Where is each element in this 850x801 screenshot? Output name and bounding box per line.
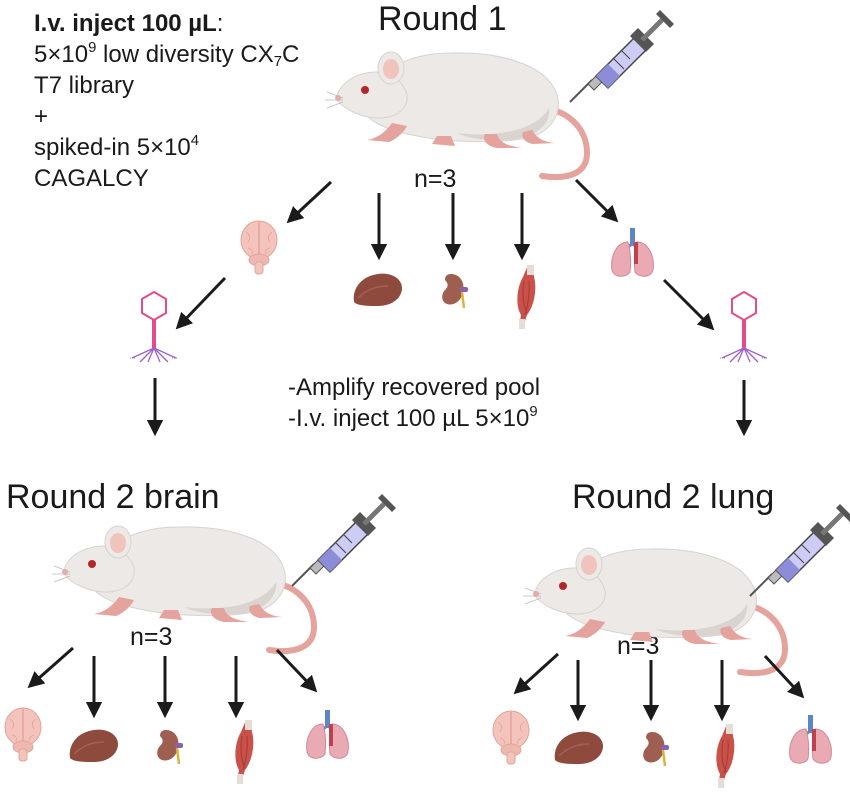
round2-brain-n-label: n=3 xyxy=(130,623,173,651)
round1-muscle-icon xyxy=(516,264,536,330)
round2-brain-syringe-icon xyxy=(292,494,396,586)
amplify-line2: -I.v. inject 100 µL 5×109 xyxy=(288,403,540,434)
amplify-line1: -Amplify recovered pool xyxy=(288,374,541,401)
round1-syringe-icon xyxy=(570,10,674,102)
arrow-icon xyxy=(27,646,74,689)
injection-dose-line: 5×109 low diversity CX7C xyxy=(34,39,299,70)
round2-lung-muscle-icon xyxy=(715,723,735,789)
dose-suffix: low diversity CX xyxy=(96,41,274,68)
round2-brain-muscle-icon xyxy=(234,719,254,785)
dose-prefix: 5×10 xyxy=(34,41,89,68)
arrow-icon xyxy=(275,648,318,693)
round2-brain-lung-icon xyxy=(305,708,350,760)
round2-lung-liver-icon xyxy=(553,730,604,765)
amplify-line2-exponent: 9 xyxy=(529,404,538,420)
plus-sign: + xyxy=(34,103,49,130)
lung-phage-icon xyxy=(719,291,769,363)
injection-lead: I.v. inject 100 µL xyxy=(34,10,217,37)
round2-lung-arrows xyxy=(513,652,805,722)
spike-exponent: 4 xyxy=(190,133,200,149)
round1-liver-icon xyxy=(352,272,403,307)
round2-lung-brain-icon xyxy=(492,710,530,765)
injection-colon: : xyxy=(216,10,224,37)
peptide-line: CAGALCY xyxy=(34,165,149,192)
round1-kidney-icon xyxy=(440,272,470,310)
arrow-icon xyxy=(175,276,227,330)
dose-exponent: 9 xyxy=(88,40,97,56)
round2-brain-liver-icon xyxy=(68,728,119,763)
injection-description: I.v. inject 100 µL: 5×109 low diversity … xyxy=(34,8,299,194)
round1-lung-icon xyxy=(610,226,655,278)
round2-brain-kidney-icon xyxy=(155,728,185,766)
round2-brain-arrows xyxy=(27,646,318,719)
round2-brain-title: Round 2 brain xyxy=(6,478,220,516)
round2-lung-lung-icon xyxy=(788,713,833,765)
round1-arrows xyxy=(146,178,753,437)
arrow-icon xyxy=(513,652,560,695)
round1-mouse-icon xyxy=(325,52,587,177)
library-line: T7 library xyxy=(34,72,135,99)
round2-lung-mouse-icon xyxy=(523,548,785,673)
round1-n-label: n=3 xyxy=(414,165,457,193)
round2-lung-syringe-icon xyxy=(750,504,850,596)
amplify-instructions: -Amplify recovered pool -I.v. inject 100… xyxy=(288,372,540,434)
round2-brain-mouse-icon xyxy=(52,526,314,651)
arrow-icon xyxy=(574,178,619,223)
round2-lung-kidney-icon xyxy=(641,730,671,768)
spike-prefix: spiked-in 5×10 xyxy=(34,134,191,161)
brain-phage-icon xyxy=(129,291,179,363)
cx-end: C xyxy=(282,41,300,68)
round2-lung-title: Round 2 lung xyxy=(572,478,775,516)
cx-subscript: 7 xyxy=(273,54,282,70)
round1-brain-icon xyxy=(240,220,278,275)
amplify-line2-prefix: -I.v. inject 100 µL 5×10 xyxy=(288,405,530,432)
injection-lead-line: I.v. inject 100 µL: xyxy=(34,8,299,39)
arrow-icon xyxy=(662,278,715,331)
round2-brain-brain-icon xyxy=(4,707,42,762)
round1-title: Round 1 xyxy=(378,0,507,38)
arrow-icon xyxy=(763,654,805,699)
spike-line: spiked-in 5×104 xyxy=(34,132,299,163)
arrow-icon xyxy=(286,180,333,224)
